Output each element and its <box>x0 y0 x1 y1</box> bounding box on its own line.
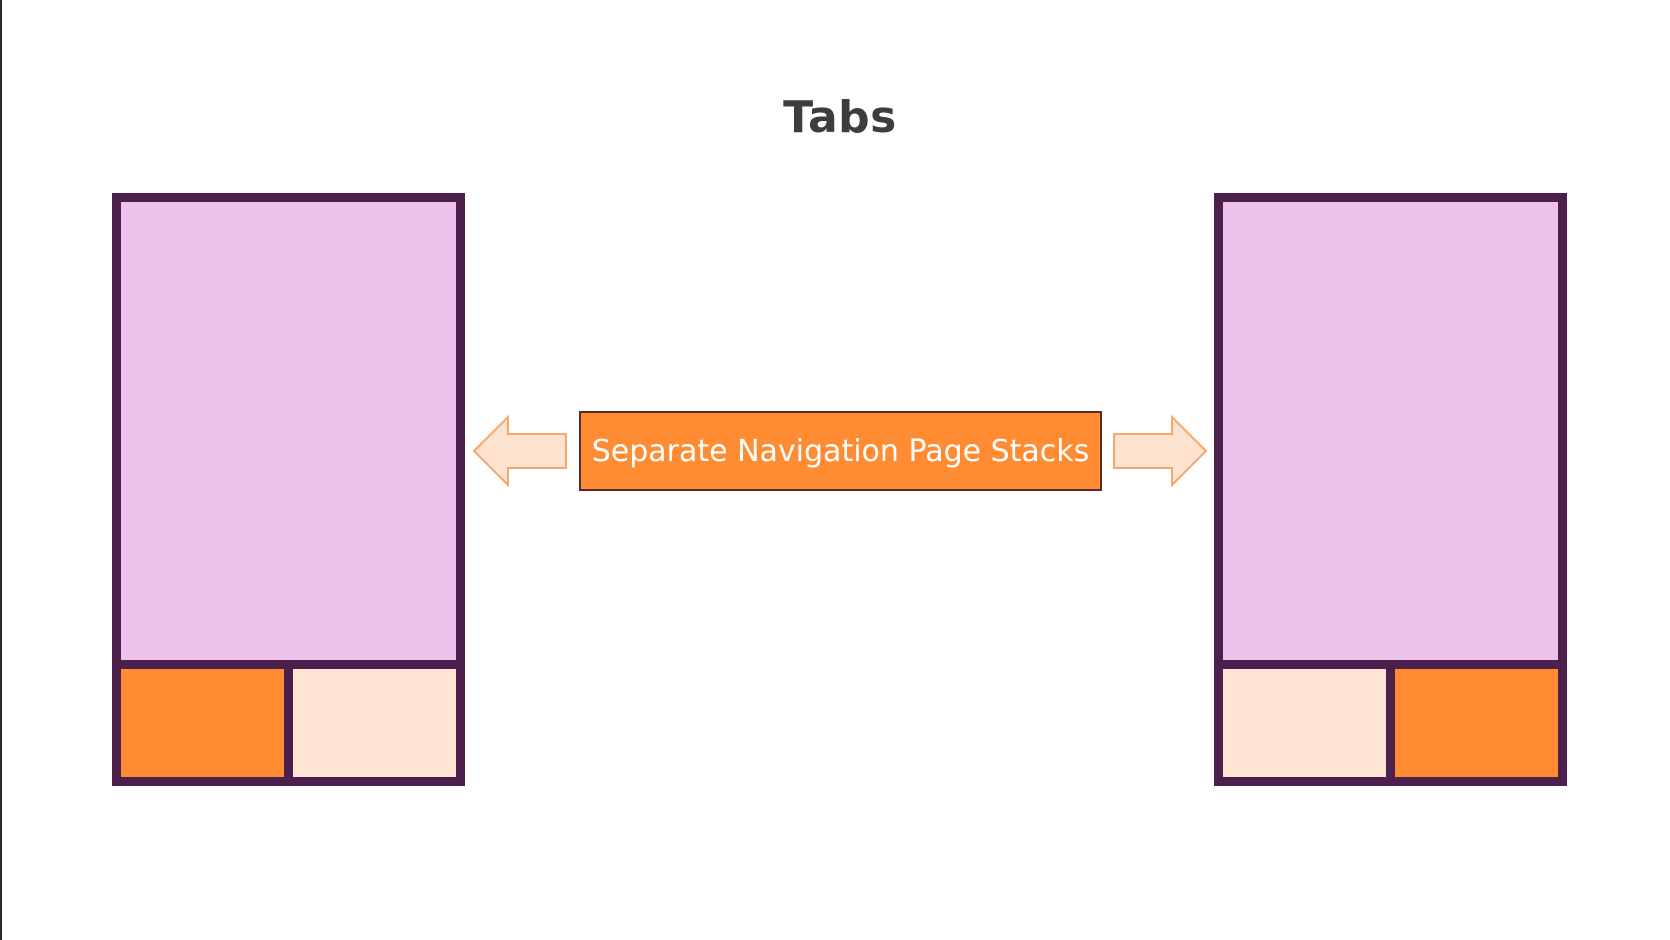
arrow-right-icon <box>1113 414 1208 488</box>
left-phone-tab-2[interactable] <box>293 669 456 777</box>
arrow-left-icon <box>472 414 567 488</box>
left-phone <box>112 193 465 786</box>
right-phone-tab-1[interactable] <box>1223 669 1386 777</box>
slide-title: Tabs <box>783 92 897 143</box>
right-phone <box>1214 193 1567 786</box>
separate-navigation-stacks-label: Separate Navigation Page Stacks <box>579 411 1102 491</box>
left-phone-screen <box>121 202 456 660</box>
slide-left-edge <box>0 0 2 940</box>
right-phone-tab-2-active[interactable] <box>1395 669 1558 777</box>
left-phone-tab-1-active[interactable] <box>121 669 284 777</box>
right-phone-screen <box>1223 202 1558 660</box>
